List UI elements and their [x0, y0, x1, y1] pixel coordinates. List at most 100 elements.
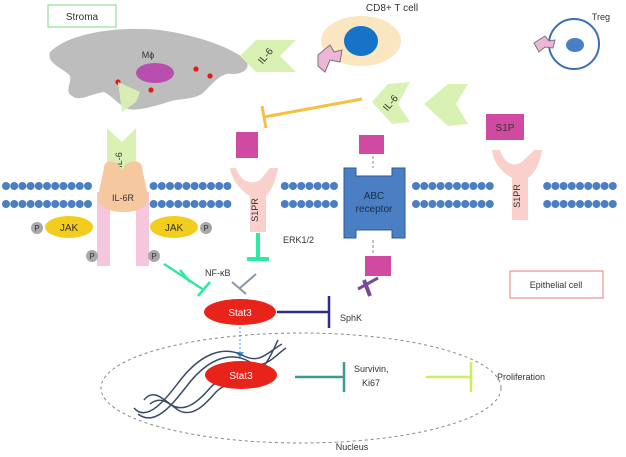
t-cell-receptor-icon: [317, 44, 343, 73]
membrane-bead: [198, 182, 207, 190]
membrane-bead: [444, 200, 453, 208]
membrane-bead: [84, 200, 92, 208]
membrane-bead: [485, 200, 494, 208]
il6-receptor: IL-6R: [97, 161, 149, 266]
erk-label: ERK1/2: [283, 235, 314, 245]
stat3-nucleus-label: Stat3: [229, 371, 253, 382]
s1pr-right: S1PR: [492, 150, 542, 220]
membrane-bead: [477, 200, 486, 208]
stroma-label-box: Stroma: [47, 4, 117, 28]
jak-left-label: JAK: [60, 223, 79, 234]
membrane-bead: [51, 200, 60, 208]
svg-text:P: P: [89, 252, 94, 261]
membrane-bead: [469, 182, 478, 190]
membrane-bead: [182, 200, 191, 208]
s1p-label: S1P: [496, 123, 515, 134]
inhibition-gray-nfkb: [231, 273, 257, 295]
membrane-bead: [190, 182, 199, 190]
treg-label: Treg: [592, 12, 610, 22]
membrane-bead: [576, 182, 584, 190]
membrane-bead: [182, 182, 191, 190]
phospho-3: P: [86, 250, 98, 262]
membrane-bead: [2, 200, 10, 208]
membrane-bead: [67, 182, 76, 190]
membrane-bead: [59, 182, 68, 190]
membrane-bead: [157, 200, 166, 208]
membrane-bead: [297, 182, 306, 190]
membrane-bead: [75, 182, 84, 190]
membrane-bead: [444, 182, 453, 190]
inhibition-green-s1pr: [247, 233, 269, 261]
membrane-bead: [43, 182, 51, 190]
membrane-bead: [157, 182, 166, 190]
inhibition-teal-survivin: [295, 362, 346, 392]
membrane-bead: [215, 200, 224, 208]
membrane-bead: [198, 200, 207, 208]
epithelial-cell-label-box: Epithelial cell: [509, 270, 604, 299]
membrane-bead: [584, 182, 593, 190]
proliferation-label: Proliferation: [497, 372, 545, 382]
inhibition-stat3-sphk: [277, 296, 331, 328]
macrophage-nucleus: [136, 63, 174, 83]
membrane-bead: [543, 200, 552, 208]
s1pr-left-label: S1PR: [250, 198, 260, 222]
membrane-bead: [608, 182, 617, 190]
membrane-bead: [215, 182, 224, 190]
stat3-nucleus: Stat3: [205, 361, 277, 389]
phospho-1: P: [31, 222, 43, 234]
il6-arrow-top-left: IL-6: [240, 40, 296, 72]
membrane-bead: [551, 182, 560, 190]
membrane-bead: [67, 200, 76, 208]
jak-left: JAK: [45, 216, 93, 238]
membrane-bead: [149, 182, 158, 190]
membrane-bead: [223, 182, 232, 190]
cell-membrane: [2, 182, 617, 208]
membrane-bead: [43, 200, 51, 208]
membrane-bead: [592, 182, 601, 190]
macrophage-label: Mϕ: [142, 50, 155, 60]
treg-cell: [533, 18, 600, 70]
membrane-bead: [313, 182, 322, 190]
membrane-bead: [600, 182, 609, 190]
membrane-bead: [207, 200, 215, 208]
membrane-bead: [330, 200, 338, 208]
il6r-label: IL-6R: [112, 193, 135, 203]
nucleus-outline: [100, 332, 502, 444]
cd8-t-cell-label: CD8+ T cell: [366, 3, 418, 14]
nucleus-label: Nucleus: [336, 442, 369, 452]
membrane-bead: [559, 200, 568, 208]
membrane-bead: [10, 182, 19, 190]
membrane-bead: [608, 200, 617, 208]
stroma-label: Stroma: [66, 12, 99, 23]
membrane-bead: [551, 200, 560, 208]
membrane-bead: [305, 182, 314, 190]
macrophage: Mϕ: [49, 28, 248, 112]
membrane-bead: [559, 182, 568, 190]
il6-arrow-top-right: IL-6: [372, 82, 468, 126]
s1p-molecule-left: [236, 132, 258, 158]
membrane-bead: [321, 200, 330, 208]
membrane-bead: [18, 200, 27, 208]
membrane-bead: [2, 182, 10, 190]
s1p-molecule-center: [359, 135, 384, 154]
membrane-bead: [428, 182, 437, 190]
sphk-to-s1p-arrow: [357, 276, 379, 297]
membrane-bead: [174, 200, 183, 208]
sphk-label: SphK: [340, 313, 362, 323]
nfkb-label: NF-κB: [205, 268, 231, 278]
membrane-bead: [34, 182, 43, 190]
s1pr-right-label: S1PR: [512, 184, 522, 208]
membrane-bead: [34, 200, 43, 208]
membrane-bead: [166, 200, 174, 208]
membrane-bead: [321, 182, 330, 190]
membrane-bead: [280, 182, 289, 190]
membrane-bead: [166, 182, 174, 190]
membrane-bead: [485, 182, 494, 190]
membrane-bead: [420, 200, 429, 208]
jak-right: JAK: [150, 216, 198, 238]
phospho-2: P: [200, 222, 212, 234]
membrane-bead: [297, 200, 306, 208]
membrane-bead: [461, 182, 470, 190]
membrane-bead: [330, 182, 338, 190]
